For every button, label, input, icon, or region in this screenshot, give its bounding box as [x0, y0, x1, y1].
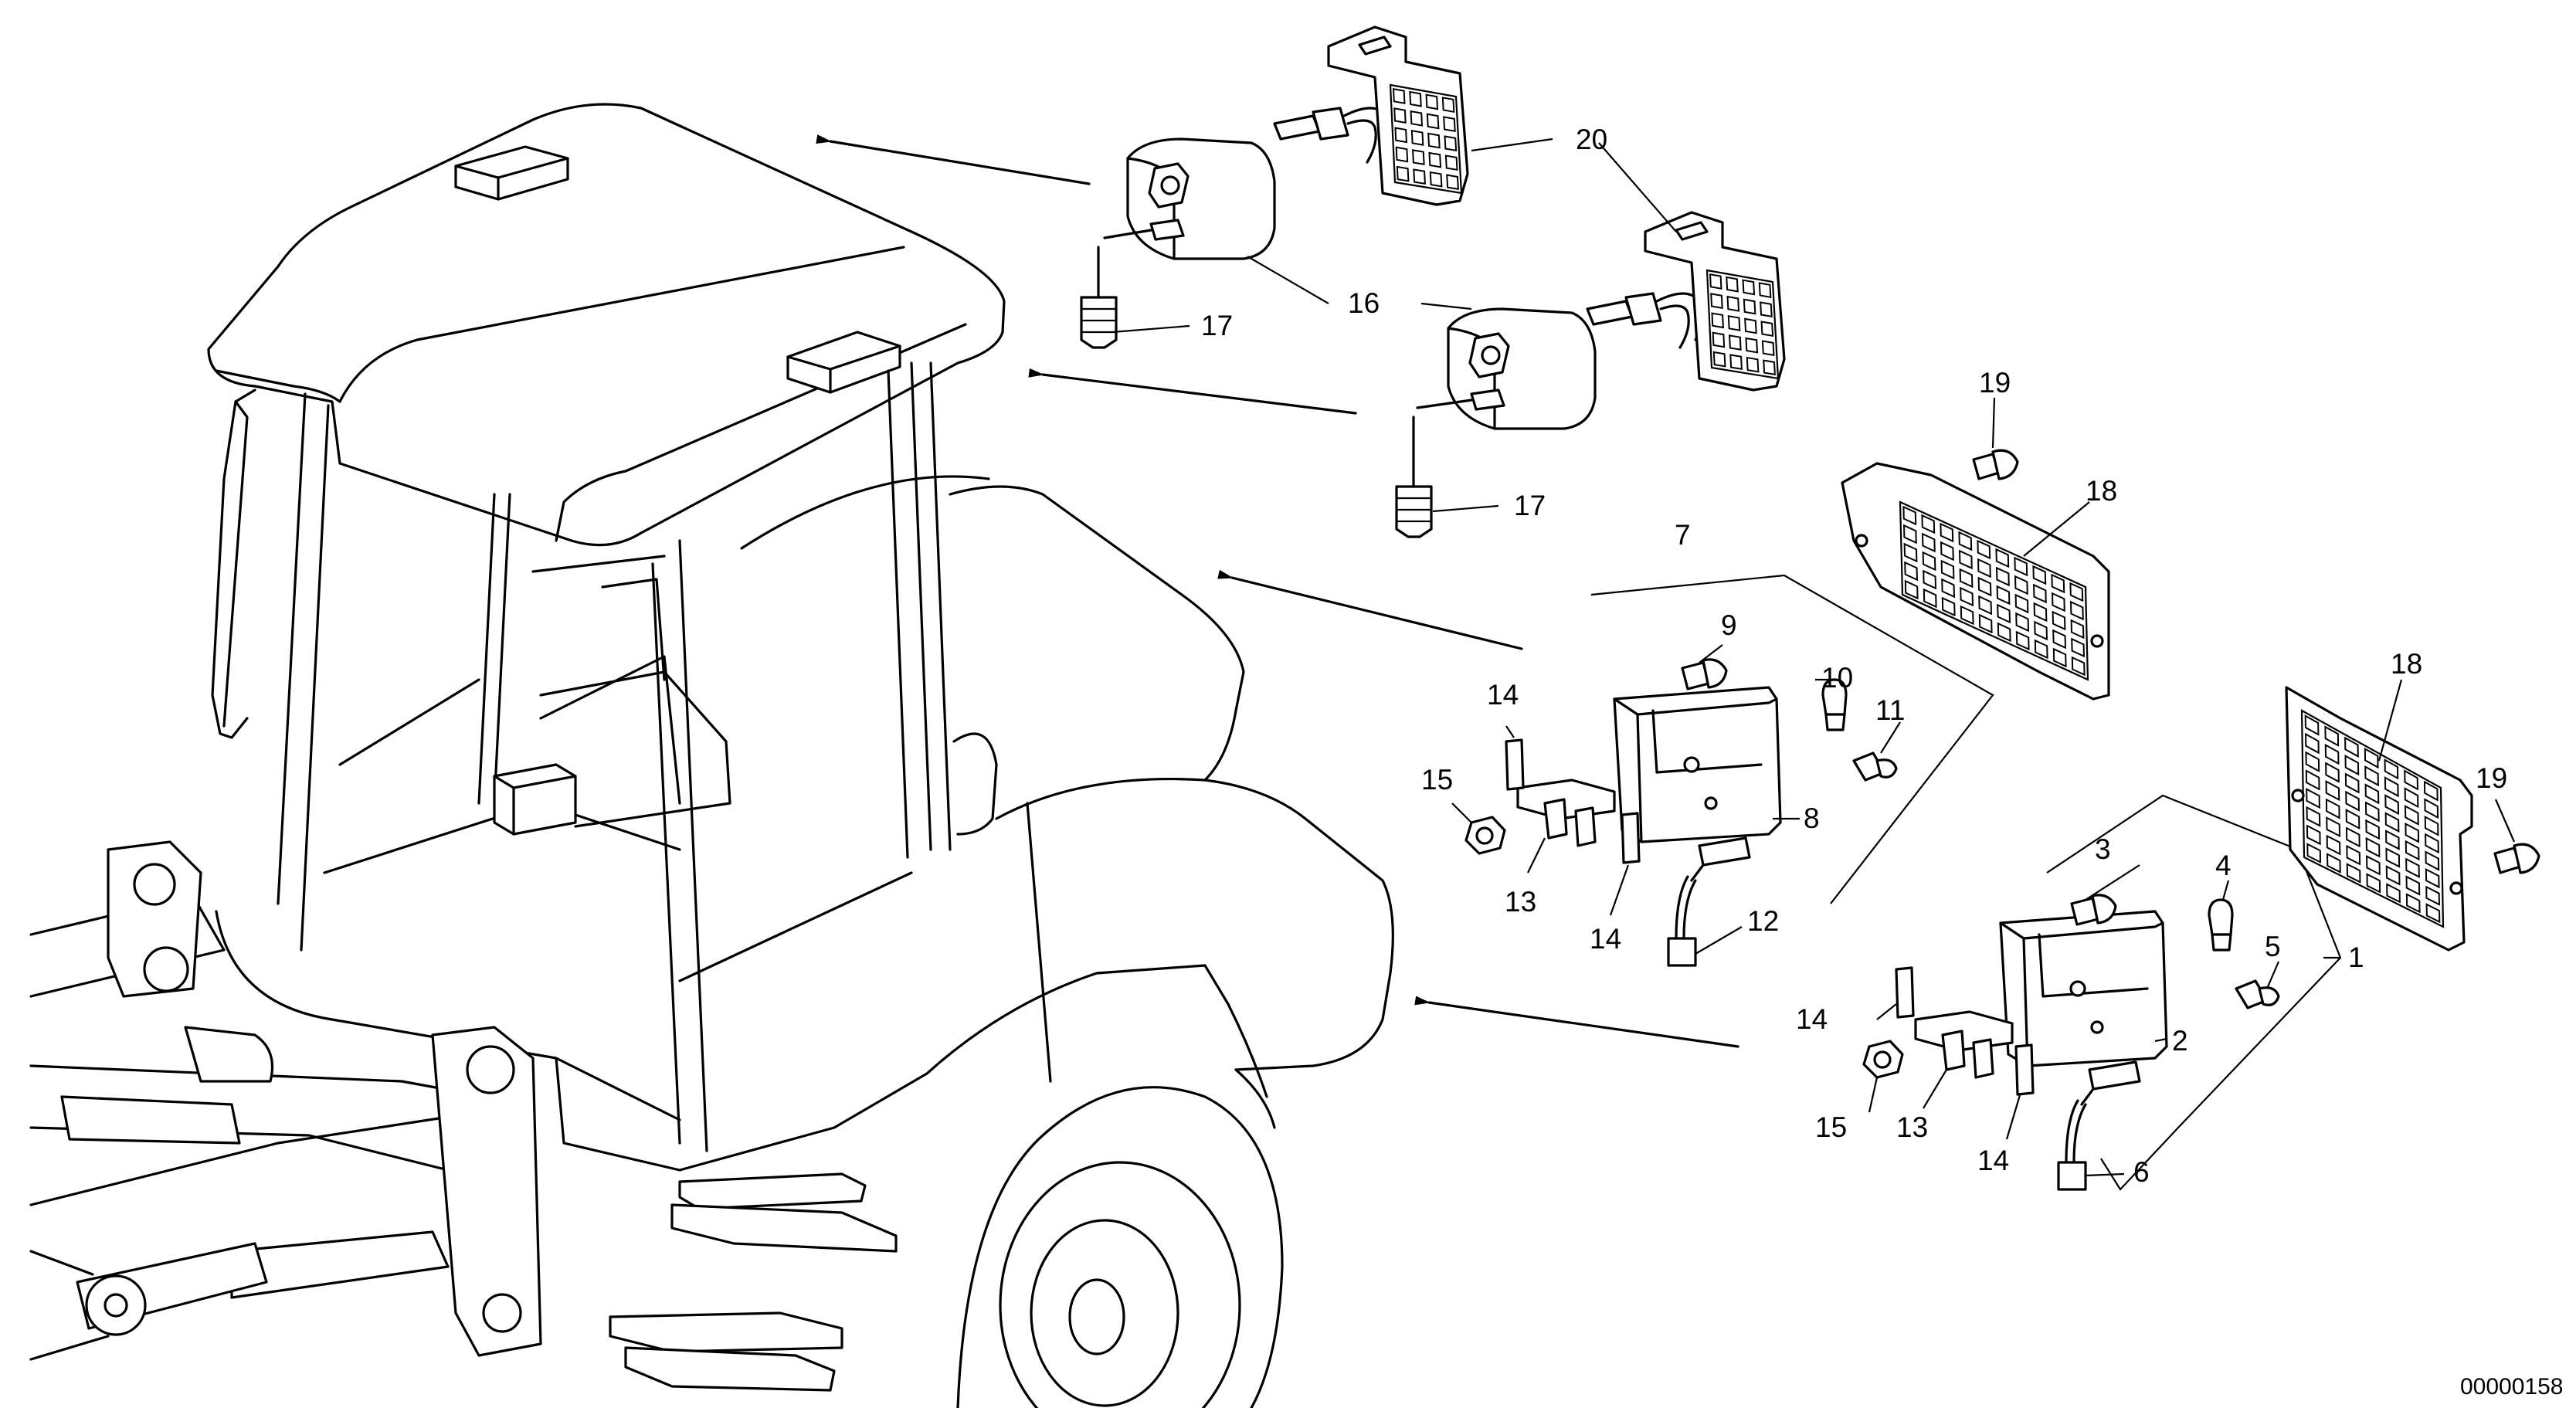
callout-6: 6 [2133, 1156, 2150, 1188]
arrow-to-body-left [1217, 569, 1523, 650]
callout-14-d: 14 [1977, 1145, 2009, 1176]
callout-15-a: 15 [1421, 764, 1453, 796]
arrow-to-body-right [1414, 996, 1739, 1048]
rear-lamp-assembly-7 [1464, 574, 1994, 967]
callout-19-upper: 19 [1979, 367, 2011, 399]
work-light-bulb-upper [1273, 107, 1391, 164]
guard-18-upper-cells [1902, 505, 2086, 677]
callout-19-lower: 19 [2476, 762, 2507, 794]
work-light-lower [1395, 307, 1597, 538]
callout-8: 8 [1804, 802, 1820, 834]
cab-roof [207, 103, 1006, 547]
callout-12: 12 [1747, 905, 1779, 937]
assembly-arrows [816, 134, 1739, 1048]
callout-5: 5 [2265, 931, 2281, 962]
callout-7: 7 [1675, 519, 1691, 551]
callout-leaders [1112, 137, 2516, 1177]
rear-lamp-assembly-1 [1862, 794, 2342, 1191]
callout-14-b: 14 [1590, 923, 1621, 955]
guard-screw-19-upper [1972, 449, 2019, 480]
callout-17-upper: 17 [1201, 310, 1233, 341]
machine-body [215, 475, 1394, 1172]
cab-interior [493, 578, 731, 836]
guard-screw-19-lower [2493, 843, 2540, 874]
callout-14-c: 14 [1796, 1003, 1828, 1035]
work-light-guard-lower [1644, 211, 1786, 392]
guard-18-lower-cells [2304, 714, 2441, 924]
drawing-number: 00000158 [2460, 1374, 2563, 1400]
callout-16: 16 [1348, 287, 1380, 319]
work-light-upper [1080, 137, 1276, 349]
callout-numbers: 20 16 17 17 19 18 7 9 10 11 18 19 14 15 … [1201, 124, 2507, 1188]
arrow-to-roof-rear [1028, 368, 1357, 415]
work-light-guard-upper [1327, 25, 1469, 206]
arrow-to-roof-front [816, 134, 1091, 185]
callout-18-lower: 18 [2391, 648, 2422, 680]
loader-machine [29, 103, 1394, 1408]
guard-20-lower-cells [1709, 273, 1776, 376]
work-light-bulb-lower [1586, 292, 1704, 349]
rear-wheel [956, 964, 1284, 1408]
callout-17-lower: 17 [1514, 490, 1546, 521]
cab-steps [609, 1172, 898, 1392]
callout-9: 9 [1721, 609, 1737, 641]
callout-3: 3 [2095, 833, 2111, 865]
cab-frame [211, 361, 952, 1152]
guard-20-upper-cells [1392, 88, 1459, 191]
lamp-guard-upper-18 [1841, 462, 2110, 701]
loader-arm [29, 840, 542, 1361]
callout-13-b: 13 [1896, 1111, 1928, 1143]
callout-11: 11 [1875, 694, 1905, 726]
callout-14-a: 14 [1487, 679, 1519, 711]
callout-10: 10 [1821, 662, 1853, 694]
callout-18-upper: 18 [2086, 475, 2117, 507]
callout-4: 4 [2215, 850, 2232, 881]
callout-1: 1 [2348, 941, 2364, 973]
callout-20: 20 [1576, 124, 1607, 155]
callout-15-b: 15 [1815, 1111, 1847, 1143]
callout-2: 2 [2172, 1025, 2188, 1057]
callout-13-a: 13 [1505, 886, 1536, 918]
